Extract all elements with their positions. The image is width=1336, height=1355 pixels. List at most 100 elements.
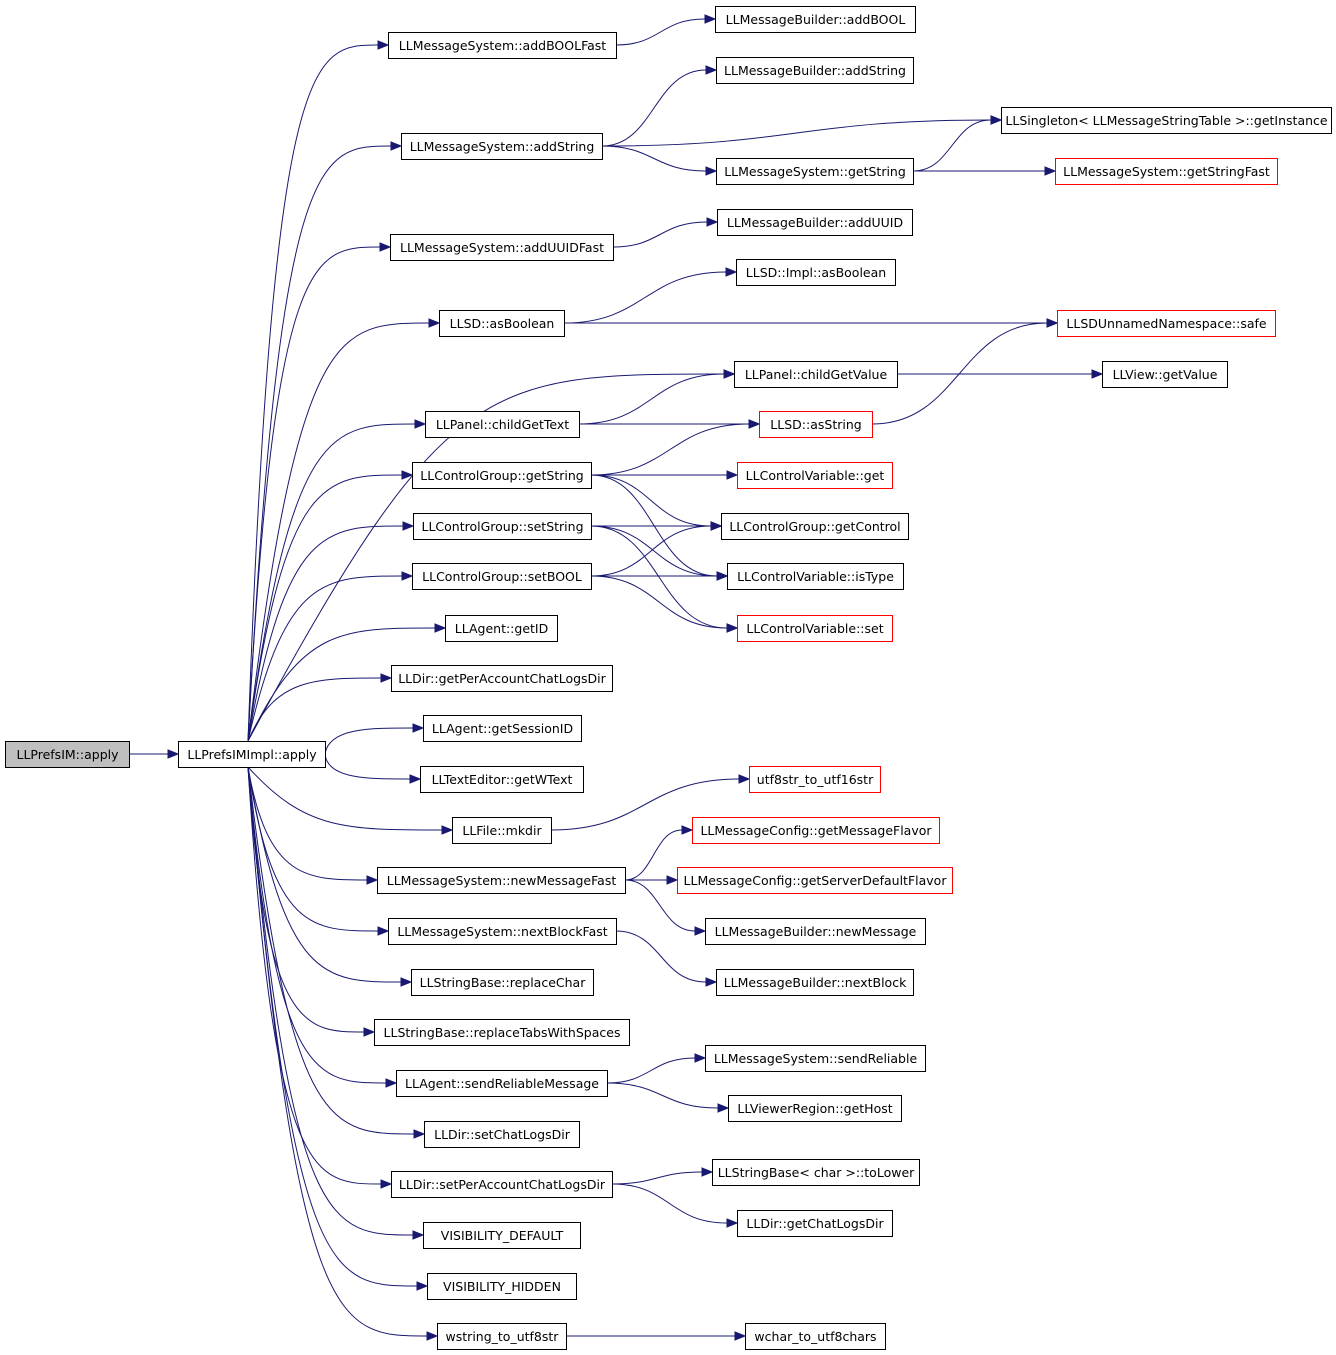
node-cgSetString[interactable]: LLControlGroup::setString [413,513,592,540]
node-setPerAcct[interactable]: LLDir::setPerAccountChatLogsDir [391,1171,613,1198]
node-root[interactable]: LLPrefsIM::apply [5,741,130,768]
arrowhead-impl-to-setChatLogs [413,1129,426,1139]
node-sdAsString[interactable]: LLSD::asString [759,411,873,438]
node-cvSet[interactable]: LLControlVariable::set [737,615,893,642]
node-box [413,513,592,540]
node-sdAsBoolean[interactable]: LLSD::asBoolean [439,310,565,337]
node-setChatLogs[interactable]: LLDir::setChatLogsDir [424,1121,580,1148]
node-label: LLControlGroup::getString [420,468,583,483]
node-cgGetString[interactable]: LLControlGroup::getString [412,462,592,489]
node-regionGetHost[interactable]: LLViewerRegion::getHost [728,1095,902,1122]
node-mbAddString[interactable]: LLMessageBuilder::addString [716,57,914,84]
node-label: LLControlVariable::get [746,468,885,483]
edge-setPerAcct-to-toLower [611,1171,703,1185]
node-agentGetID[interactable]: LLAgent::getID [445,615,558,642]
arrowhead-impl-to-newMsgFast [366,875,379,885]
node-label: LLMessageBuilder::addBOOL [726,12,906,27]
node-impl[interactable]: LLPrefsIMImpl::apply [178,741,326,768]
node-label: LLControlGroup::getControl [729,519,900,534]
node-utf8to16[interactable]: utf8str_to_utf16str [749,766,881,793]
node-visHidden[interactable]: VISIBILITY_HIDDEN [427,1273,577,1300]
node-cgGetControl[interactable]: LLControlGroup::getControl [721,513,909,540]
node-addBOOLFast[interactable]: LLMessageSystem::addBOOLFast [388,32,617,59]
node-mbAddUUID[interactable]: LLMessageBuilder::addUUID [717,209,913,236]
node-label: LLMessageBuilder::addUUID [727,215,903,230]
node-label: LLMessageSystem::newMessageFast [387,873,617,888]
edge-setPerAcct-to-dirGetChatLogs [611,1183,728,1224]
node-cvIsType[interactable]: LLControlVariable::isType [727,563,904,590]
node-mcGetFlavor[interactable]: LLMessageConfig::getMessageFlavor [692,817,940,844]
arrowhead-cgSetBOOL-to-cvSet [726,623,739,633]
arrowhead-impl-to-agentGetID [434,623,447,633]
edge-impl-to-setChatLogs [247,766,415,1135]
node-childGetText[interactable]: LLPanel::childGetText [425,411,580,438]
arrowhead-childGetText-to-childGetValue [723,369,736,379]
arrowhead-impl-to-wstrToUtf8 [426,1331,439,1341]
node-replaceTabs[interactable]: LLStringBase::replaceTabsWithSpaces [374,1019,630,1046]
arrowhead-cgSetBOOL-to-cvIsType [716,571,729,581]
edge-impl-to-sendReliableMsg [247,766,387,1084]
edge-impl-to-agentSession [324,727,414,755]
arrowhead-impl-to-sdAsBoolean [428,318,441,328]
node-singleton[interactable]: LLSingleton< LLMessageStringTable >::get… [1001,107,1332,134]
node-msSendReliable[interactable]: LLMessageSystem::sendReliable [705,1045,926,1072]
node-mcServerFlavor[interactable]: LLMessageConfig::getServerDefaultFlavor [677,867,953,894]
node-msGetString[interactable]: LLMessageSystem::getString [716,158,914,185]
arrowhead-addString-to-msGetString [705,166,718,176]
edge-sendReliableMsg-to-regionGetHost [606,1082,719,1109]
node-msGetStringFast[interactable]: LLMessageSystem::getStringFast [1055,158,1278,185]
arrowhead-wstrToUtf8-to-wcharToUtf8 [734,1331,747,1341]
node-sdSafe[interactable]: LLSDUnnamedNamespace::safe [1057,310,1276,337]
edge-sdAsBoolean-to-implAsBoolean [563,271,727,324]
node-fileMkdir[interactable]: LLFile::mkdir [452,817,552,844]
edge-msGetString-to-singleton [912,119,992,172]
arrowhead-impl-to-childGetText [414,419,427,429]
edge-cgSetBOOL-to-cvSet [590,575,728,629]
node-box [716,158,914,185]
node-mbNewMessage[interactable]: LLMessageBuilder::newMessage [705,918,926,945]
arrowhead-fileMkdir-to-utf8to16 [738,774,751,784]
node-agentSession[interactable]: LLAgent::getSessionID [423,715,582,742]
node-mbNextBlock[interactable]: LLMessageBuilder::nextBlock [716,969,914,996]
node-cvGet[interactable]: LLControlVariable::get [737,462,893,489]
node-childGetValue[interactable]: LLPanel::childGetValue [734,361,898,388]
node-newMsgFast[interactable]: LLMessageSystem::newMessageFast [377,867,626,894]
node-addString[interactable]: LLMessageSystem::addString [401,133,603,160]
node-wstrToUtf8[interactable]: wstring_to_utf8str [437,1323,567,1350]
arrowhead-impl-to-sendReliableMsg [385,1078,398,1088]
arrowhead-addBOOLFast-to-mbAddBOOL [704,14,717,24]
node-visDefault[interactable]: VISIBILITY_DEFAULT [423,1222,581,1249]
node-label: LLPrefsIM::apply [16,747,119,762]
edge-cgSetBOOL-to-cgGetControl [590,525,712,577]
node-box [390,234,614,261]
node-viewGetValue[interactable]: LLView::getValue [1102,361,1228,388]
arrowhead-impl-to-cgGetString [401,470,414,480]
node-dirGetChatLogs[interactable]: LLDir::getChatLogsDir [737,1210,893,1237]
node-mbAddBOOL[interactable]: LLMessageBuilder::addBOOL [715,6,916,33]
edge-impl-to-sdAsBoolean [247,322,430,742]
node-wcharToUtf8[interactable]: wchar_to_utf8chars [745,1323,886,1350]
node-box [737,1210,893,1237]
node-dirPerAcct[interactable]: LLDir::getPerAccountChatLogsDir [391,665,613,692]
arrowhead-impl-to-visHidden [416,1281,429,1291]
node-addUUIDFast[interactable]: LLMessageSystem::addUUIDFast [390,234,614,261]
arrowhead-root-to-impl [167,749,180,759]
node-box [705,918,926,945]
node-toLower[interactable]: LLStringBase< char >::toLower [712,1159,920,1186]
node-box [425,411,580,438]
node-box [377,867,626,894]
edge-addString-to-msGetString [601,145,707,172]
node-replaceChar[interactable]: LLStringBase::replaceChar [411,969,594,996]
node-sendReliableMsg[interactable]: LLAgent::sendReliableMessage [396,1070,608,1097]
node-textGetW[interactable]: LLTextEditor::getWText [420,766,584,793]
node-implAsBoolean[interactable]: LLSD::Impl::asBoolean [736,259,896,286]
edge-impl-to-wstrToUtf8 [247,766,428,1337]
arrowhead-nextBlockFast-to-mbNextBlock [705,977,718,987]
arrowhead-setPerAcct-to-toLower [701,1167,714,1177]
arrowhead-impl-to-replaceTabs [363,1027,376,1037]
node-cgSetBOOL[interactable]: LLControlGroup::setBOOL [412,563,592,590]
edge-newMsgFast-to-mbNewMessage [624,879,696,932]
node-label: LLMessageConfig::getServerDefaultFlavor [684,873,948,888]
node-nextBlockFast[interactable]: LLMessageSystem::nextBlockFast [388,918,617,945]
